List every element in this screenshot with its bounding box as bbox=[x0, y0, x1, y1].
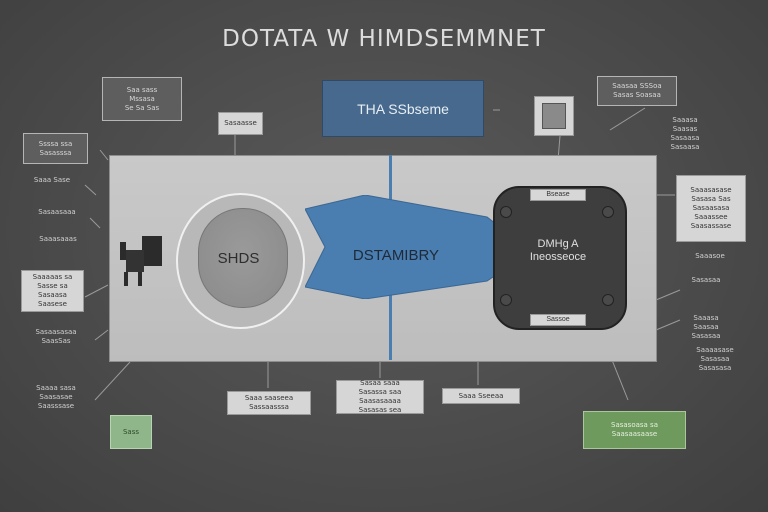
device-bottom-tab: Sassoe bbox=[530, 314, 586, 326]
note-left-1: Saaa Sase bbox=[33, 176, 71, 184]
device-label-line2: Ineosseoce bbox=[529, 251, 587, 263]
top-right-icon-box[interactable] bbox=[534, 96, 574, 136]
left-oval-inner bbox=[198, 208, 288, 308]
top-right-dark-box[interactable]: Saasaa SSSoa Sasas Soasaa bbox=[597, 76, 677, 106]
left-light-box[interactable]: Saaaaas sa Sasse sa Sasaasa Saasese bbox=[21, 270, 84, 312]
screw-icon bbox=[602, 206, 614, 218]
device-label: DMHg A Ineosseoce bbox=[497, 238, 619, 264]
page-title: DOTATA W HIMDSEMMNET bbox=[222, 26, 546, 52]
note-left-2: Sasaasaaa bbox=[38, 208, 76, 216]
note-right-3: Sasasaa bbox=[691, 276, 721, 284]
left-green-box[interactable]: Sass bbox=[110, 415, 152, 449]
header-box[interactable]: THA SSbseme bbox=[322, 80, 484, 137]
right-green-box[interactable]: Sasasoasa sa Saasaasaase bbox=[583, 411, 686, 449]
note-left-3: Saaasaaas bbox=[39, 235, 77, 243]
note-right-4: Saaasa Saasaa Sasasaa bbox=[691, 314, 721, 340]
screw-icon bbox=[500, 206, 512, 218]
note-right-2: Saaasoe bbox=[695, 252, 725, 260]
device-top-tab: Bsease bbox=[530, 189, 586, 201]
bottom-box-2[interactable]: Sasaa saaa Sasassa saa Saasasaaaa Sasasa… bbox=[336, 379, 424, 414]
left-dark-box[interactable]: Ssssa ssa Sasasssa bbox=[23, 133, 88, 164]
note-left-5: Saaaa sasa Saasasae Saasssase bbox=[36, 384, 76, 410]
bottom-box-3[interactable]: Saaa Sseeaa bbox=[442, 388, 520, 404]
note-right-1: Saaasa Saasas Sasaasa Sasaasa bbox=[670, 116, 700, 151]
note-right-5: Saaaasase Sasasaa Sasasasa bbox=[696, 346, 734, 372]
note-left-4: Sasaasasaa SaasSas bbox=[35, 328, 77, 345]
screw-icon bbox=[500, 294, 512, 306]
right-light-box[interactable]: Saaasasase Sasasa Sas Sasaasasa Saaassee… bbox=[676, 175, 746, 242]
left-oval-label: SHDS bbox=[217, 250, 260, 267]
bottom-box-1[interactable]: Saaa saaseea Sassaasssa bbox=[227, 391, 311, 415]
robot-icon bbox=[120, 236, 162, 286]
center-label: DSTAMIBRY bbox=[352, 247, 440, 264]
device-label-line1: DMHg A bbox=[537, 238, 579, 250]
document-icon bbox=[542, 103, 566, 129]
top-left-small-box[interactable]: Sasaasse bbox=[218, 112, 263, 135]
screw-icon bbox=[602, 294, 614, 306]
top-left-dark-box[interactable]: Saa sass Mssasa Se Sa Sas bbox=[102, 77, 182, 121]
